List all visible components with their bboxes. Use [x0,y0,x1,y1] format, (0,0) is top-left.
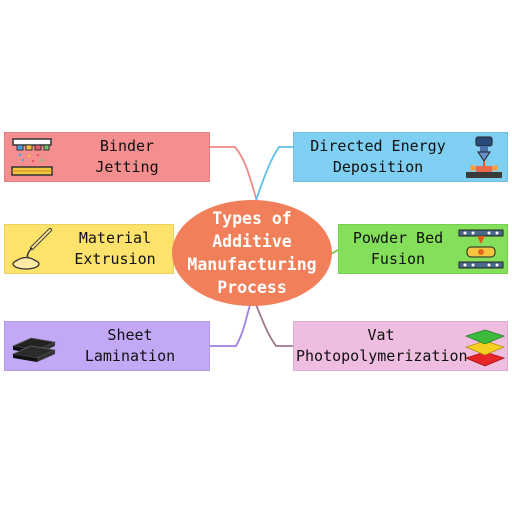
label-line: Binder [99,137,155,155]
directed-energy-deposition-icon [466,136,502,178]
label-line: Lamination [84,347,176,365]
label-line: Extrusion [74,250,156,268]
vat-photopolymerization-icon [464,329,506,367]
label-line: Jetting [95,158,159,176]
node-binder-jetting: Binder Jetting [4,132,210,182]
label-line: Photopolymerization [296,347,468,365]
connector-vat-photopolymerization [255,304,293,347]
label-directed-energy-deposition: Directed Energy Deposition [298,136,458,178]
material-extrusion-icon [12,228,52,270]
central-topic-line: Process [217,278,287,297]
label-line: Powder Bed [352,229,444,247]
node-sheet-lamination: Sheet Lamination [4,321,210,371]
connector-powder-bed-fusion [330,249,339,255]
connector-binder-jetting [210,146,259,206]
label-vat-photopolymerization: Vat Photopolymerization [296,325,468,367]
node-material-extrusion: Material Extrusion [4,224,174,274]
label-line: Directed Energy [310,137,446,155]
sheet-lamination-icon [11,337,57,362]
label-line: Vat [367,326,395,344]
label-line: Fusion [370,250,426,268]
label-line: Sheet [107,326,153,344]
powder-bed-fusion-icon [458,229,504,269]
central-topic-line: Types of [212,209,292,228]
node-vat-photopolymerization: Vat Photopolymerization [293,321,508,371]
label-binder-jetting: Binder Jetting [65,136,189,178]
central-topic: Types of Additive Manufacturing Process [172,200,332,306]
label-line: Deposition [332,158,424,176]
label-sheet-lamination: Sheet Lamination [65,325,195,367]
node-powder-bed-fusion: Powder Bed Fusion [338,224,508,274]
connector-sheet-lamination [210,304,251,347]
connector-directed-energy-deposition [255,146,293,201]
label-material-extrusion: Material Extrusion [61,228,169,270]
central-topic-text: Types of Additive Manufacturing Process [187,207,316,299]
label-line: Material [78,229,152,247]
node-directed-energy-deposition: Directed Energy Deposition [293,132,508,182]
label-powder-bed-fusion: Powder Bed Fusion [343,228,453,270]
binder-jetting-icon [11,138,53,176]
central-topic-line: Manufacturing [187,255,317,274]
central-topic-line: Additive [212,232,292,251]
